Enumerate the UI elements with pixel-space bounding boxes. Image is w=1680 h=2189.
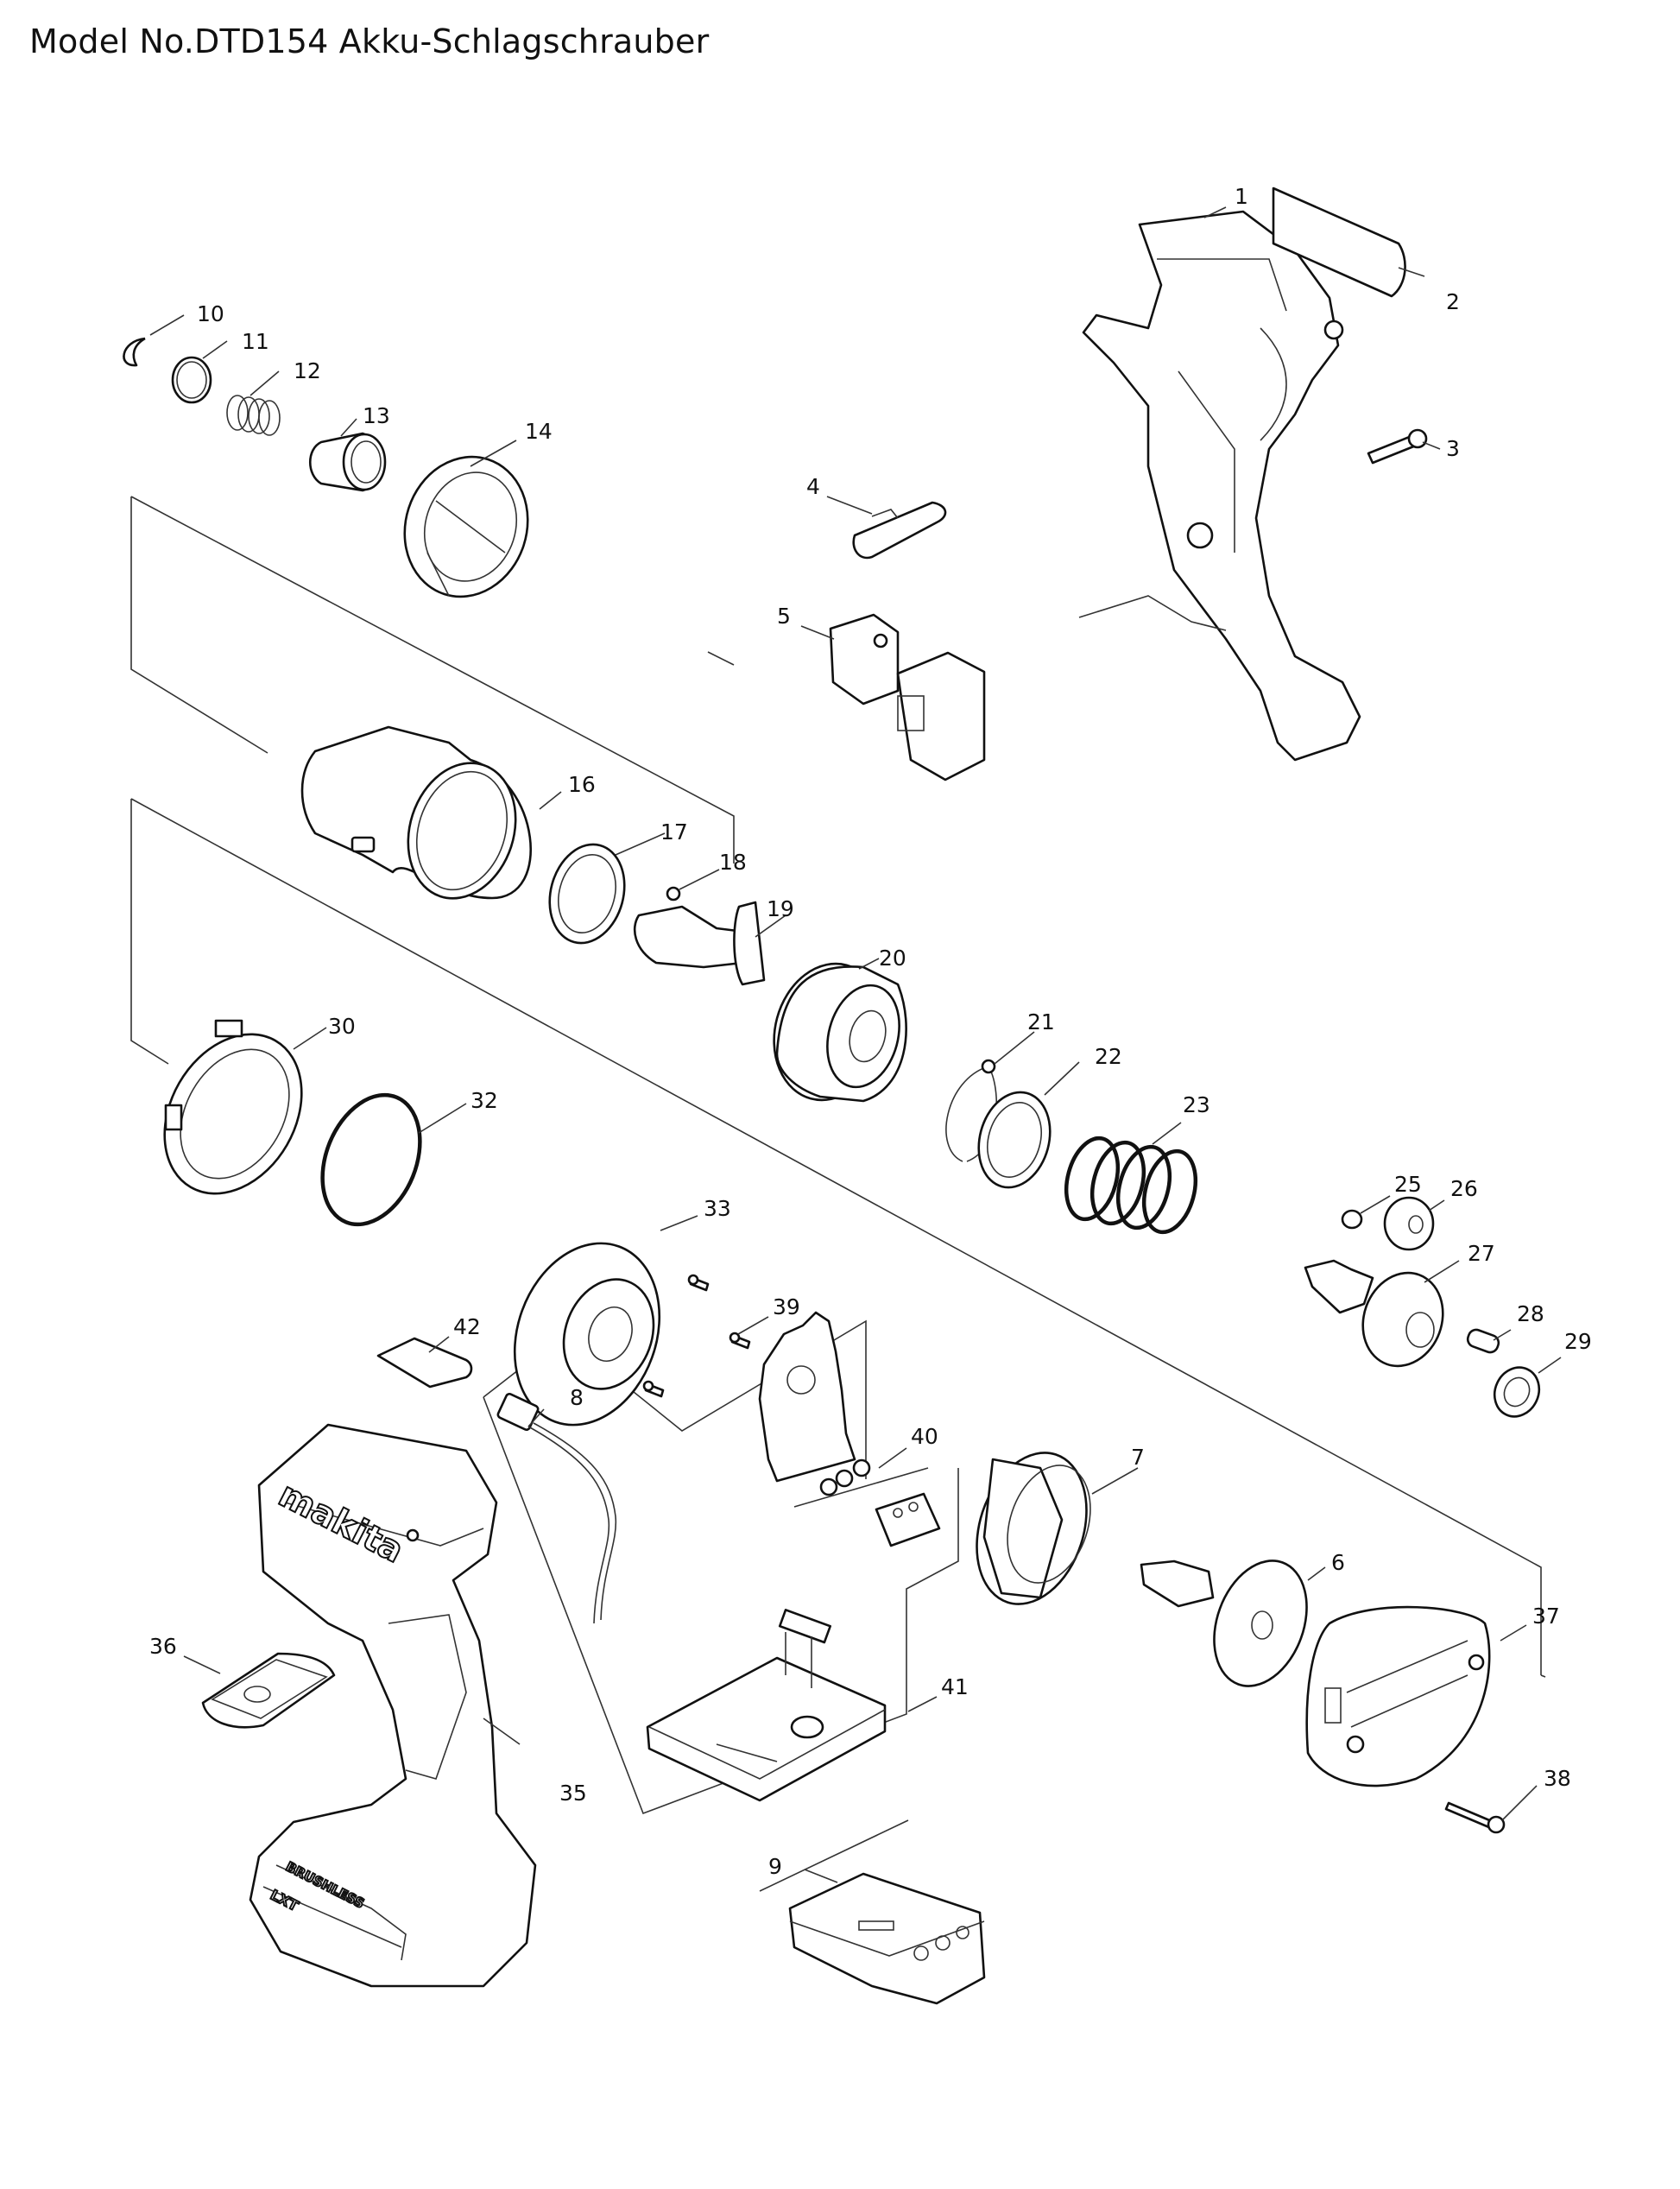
part-38-screw [1444,1801,1506,1834]
part-20-hammer [773,962,907,1103]
part-19-anvil [633,901,766,986]
label-part-20: 20 [879,946,906,971]
label-part-25: 25 [1394,1172,1422,1197]
label-part-40: 40 [911,1424,938,1449]
part-27-spindle [1304,1259,1444,1368]
assembly-bracket-lines [130,496,1546,1892]
label-part-26: 26 [1450,1176,1478,1201]
terminal-block [875,1492,941,1547]
label-part-4: 4 [806,474,820,499]
part-40-screws [819,1458,871,1496]
label-part-36: 36 [149,1634,177,1659]
part-36-switch-cover [201,1652,336,1729]
label-part-9: 9 [768,1854,782,1879]
part-number-labels: 1 2 3 4 5 6 7 8 9 10 11 12 13 14 16 17 1… [149,184,1592,1879]
label-part-8: 8 [570,1385,584,1410]
label-part-11: 11 [242,329,269,354]
label-part-5: 5 [777,604,791,629]
part-17-washer [548,843,626,945]
label-part-16: 16 [568,772,596,797]
part-35-housing [249,1423,537,1988]
part-14-bumper [403,455,529,598]
label-part-22: 22 [1095,1044,1122,1069]
label-part-41: 41 [941,1674,969,1699]
label-part-23: 23 [1183,1092,1210,1117]
label-part-6: 6 [1331,1550,1345,1575]
part-32-o-ring [320,1092,422,1227]
label-part-29: 29 [1564,1329,1592,1354]
part-30-internal-gear [163,1019,303,1195]
part-10-retaining-ring [123,337,146,367]
label-part-38: 38 [1544,1766,1571,1791]
label-part-21: 21 [1027,1009,1055,1034]
part-12-spring [226,395,281,436]
part-3-screw [1367,428,1428,465]
label-part-10: 10 [197,301,224,326]
part-18-steel-ball [666,886,681,902]
part-23-spring [1064,1136,1198,1235]
label-part-28: 28 [1517,1301,1544,1326]
label-part-33: 33 [704,1196,731,1221]
part-8-led-circuit [496,1392,617,1624]
sensor-plate [758,1311,856,1483]
label-part-35: 35 [559,1781,587,1806]
part-16-hammer-case [300,725,533,900]
label-part-12: 12 [294,358,321,383]
label-part-17: 17 [660,819,688,845]
part-28-pin [1466,1328,1500,1354]
label-part-1: 1 [1235,184,1248,209]
label-part-42: 42 [453,1314,481,1339]
label-part-18: 18 [719,850,747,875]
label-part-14: 14 [525,419,553,444]
label-part-32: 32 [471,1088,498,1113]
label-part-7: 7 [1131,1445,1145,1470]
part-37-rear-cover [1305,1605,1491,1787]
part-4-switch-lever [852,501,947,560]
label-part-39: 39 [773,1294,800,1319]
label-part-13: 13 [363,403,390,428]
part-9-terminal [788,1872,986,2005]
part-29-washer [1493,1366,1541,1418]
leader-lines [149,206,1562,1883]
label-part-2: 2 [1446,289,1460,314]
label-part-3: 3 [1446,436,1460,461]
part-26-spur-gear [1383,1196,1435,1251]
part-7-stator [976,1452,1091,1605]
part-1-housing [1078,210,1361,762]
part-22-washer [977,1091,1052,1189]
part-41-controller [646,1609,887,1802]
part-13-sleeve [309,432,387,492]
part-5-switch [829,613,986,781]
label-part-30: 30 [328,1014,356,1039]
label-part-19: 19 [767,896,794,921]
part-6-rotor [1140,1560,1308,1687]
part-25-steel-ball [1341,1209,1363,1230]
part-33-bearing-box [513,1242,661,1427]
part-42-name-plate [376,1337,473,1389]
page-title: Model No.DTD154 Akku-Schlagschrauber [29,22,710,60]
part-11-washer [171,356,212,404]
label-part-37: 37 [1532,1604,1560,1629]
part-39-screws [642,1274,751,1398]
part-2-name-plate [1272,187,1406,298]
label-part-27: 27 [1468,1241,1495,1266]
